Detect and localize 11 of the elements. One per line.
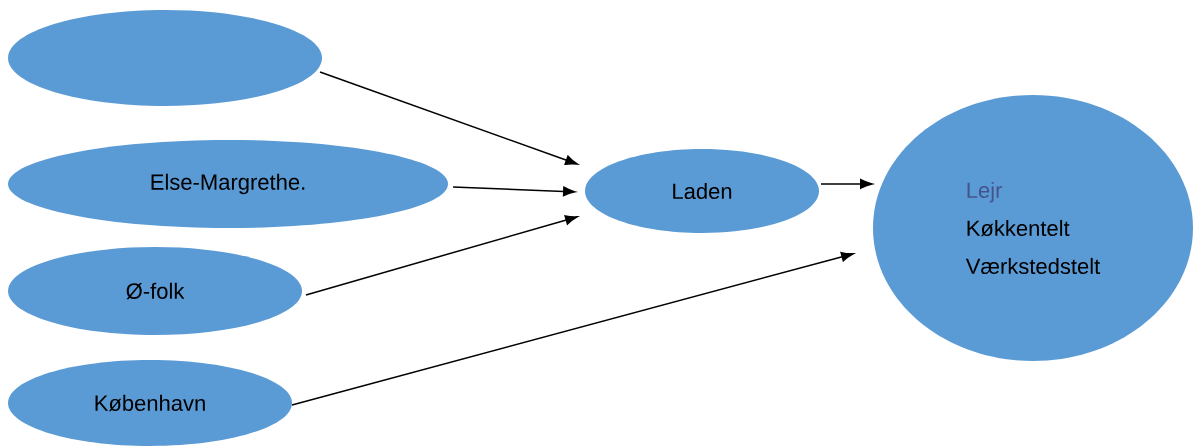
ellipse-shape bbox=[8, 10, 322, 106]
arrow bbox=[319, 71, 578, 165]
ellipse-node: Lejr Køkkentelt Værkstedstelt bbox=[873, 95, 1193, 361]
arrow bbox=[305, 215, 578, 296]
ellipse-node: Else-Margrethe. bbox=[8, 140, 448, 228]
ellipse-node: Ø-folk bbox=[8, 247, 302, 335]
arrow bbox=[452, 186, 576, 197]
arrow bbox=[820, 179, 873, 189]
ellipse-node: Laden bbox=[585, 149, 819, 233]
ellipse-node: København bbox=[8, 360, 292, 446]
arrow bbox=[291, 251, 854, 406]
